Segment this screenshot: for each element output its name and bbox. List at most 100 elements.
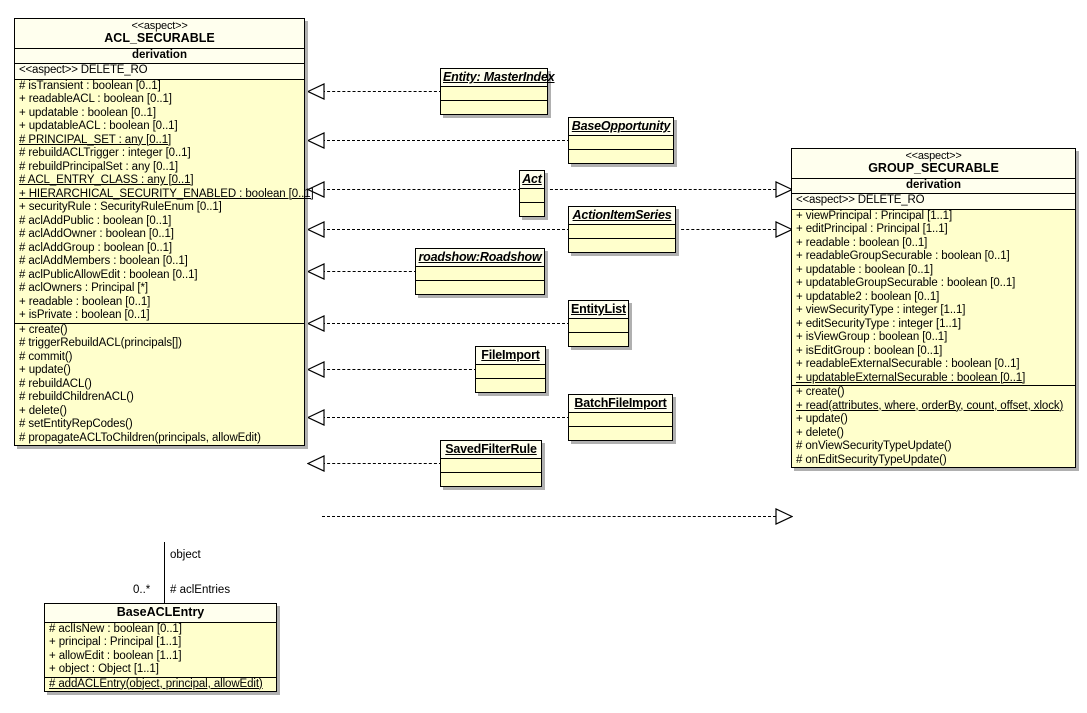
- class-name-label: BaseOpportunity: [569, 118, 673, 136]
- attribute-row: + principal : Principal [1..1]: [49, 636, 182, 648]
- operation-row: + delete(): [796, 426, 844, 439]
- operations-compartment: [520, 203, 544, 216]
- operations-compartment-acl-securable: + create()# triggerRebuildACL(principals…: [15, 324, 304, 446]
- class-roadshow[interactable]: roadshow:Roadshow: [415, 248, 545, 295]
- class-batchfileimport[interactable]: BatchFileImport: [568, 394, 673, 441]
- delete-ro-label: <<aspect>> DELETE_RO: [15, 64, 304, 80]
- class-name-label: Entity: MasterIndex: [441, 69, 555, 87]
- class-entitylist[interactable]: EntityList: [568, 300, 629, 347]
- realization-arrowhead-8: [307, 409, 325, 426]
- class-savedfilterrule[interactable]: SavedFilterRule: [440, 440, 542, 487]
- attribute-row: + isViewGroup : boolean [0..1]: [796, 331, 948, 343]
- class-act[interactable]: Act: [519, 170, 545, 217]
- operations-compartment: [416, 281, 544, 294]
- realization-line-entity-masterindex: [322, 91, 442, 92]
- realization-line-roadshow: [322, 271, 417, 272]
- attribute-row: # aclAddOwner : boolean [0..1]: [19, 228, 174, 240]
- realization-line-batchfileimport: [322, 417, 570, 418]
- association-role-object: object: [170, 549, 201, 561]
- realization-arrowhead-6: [307, 315, 325, 332]
- attribute-row: + readable : boolean [0..1]: [19, 295, 151, 308]
- class-name-label: ACL_SECURABLE: [104, 31, 215, 45]
- realization-line-savedfilterrule: [322, 463, 442, 464]
- operation-row: # propagateACLToChildren(principals, all…: [19, 431, 261, 444]
- operation-row: + read(attributes, where, orderBy, count…: [796, 399, 1064, 412]
- operation-row: # rebuildChildrenACL(): [19, 391, 134, 403]
- attribute-row: + allowEdit : boolean [1..1]: [49, 649, 182, 662]
- stereotype-label: <<aspect>>: [905, 150, 962, 162]
- class-header-base-acl-entry: BaseACLEntry: [45, 604, 276, 623]
- attributes-compartment: [441, 87, 547, 101]
- attribute-row: + HIERARCHICAL_SECURITY_ENABLED : boolea…: [19, 187, 314, 200]
- class-header-acl-securable: <<aspect>> ACL_SECURABLE: [15, 19, 304, 49]
- attribute-row: # PRINCIPAL_SET : any [0..1]: [19, 133, 172, 146]
- attribute-row: + isPrivate : boolean [0..1]: [19, 309, 150, 321]
- attribute-row: + updatable : boolean [0..1]: [796, 263, 933, 276]
- attribute-row: # isTransient : boolean [0..1]: [19, 79, 161, 92]
- class-entity-masterindex[interactable]: Entity: MasterIndex: [440, 68, 555, 115]
- attributes-compartment: [569, 413, 672, 427]
- attribute-row: + viewPrincipal : Principal [1..1]: [796, 209, 953, 222]
- attributes-compartment: [569, 136, 673, 150]
- attributes-compartment: [476, 365, 545, 379]
- realization-arrowhead-2: [307, 132, 325, 149]
- association-multiplicity: 0..*: [133, 584, 151, 596]
- operation-row: # onEditSecurityTypeUpdate(): [796, 453, 947, 466]
- attribute-row: # aclAddPublic : boolean [0..1]: [19, 214, 172, 227]
- class-baseopportunity[interactable]: BaseOpportunity: [568, 117, 674, 164]
- attribute-row: # aclIsNew : boolean [0..1]: [49, 622, 182, 635]
- operations-compartment: [441, 101, 547, 114]
- operation-row: + create(): [796, 386, 845, 398]
- class-name-label: FileImport: [476, 347, 545, 365]
- attribute-row: + updatableGroupSecurable : boolean [0..…: [796, 277, 1016, 289]
- realization-line-actionitemseries: [322, 229, 570, 230]
- association-line-acl-entries: [164, 542, 165, 604]
- realization-arrowhead-7: [307, 361, 325, 378]
- attributes-compartment-group-securable: + viewPrincipal : Principal [1..1] + edit…: [792, 209, 1075, 386]
- attribute-row: + securityRule : SecurityRuleEnum [0..1]: [19, 201, 222, 213]
- attribute-row: + updatable2 : boolean [0..1]: [796, 290, 940, 303]
- attribute-row: # aclAddGroup : boolean [0..1]: [19, 241, 172, 254]
- class-name-label: BatchFileImport: [569, 395, 672, 413]
- delete-ro-label: <<aspect>> DELETE_RO: [792, 194, 1075, 210]
- realization-arrowhead-group-1: [775, 181, 793, 198]
- derivation-label: derivation: [15, 48, 304, 64]
- class-actionitemseries[interactable]: ActionItemSeries: [568, 206, 676, 253]
- realization-arrowhead-9: [307, 455, 325, 472]
- operations-compartment: [569, 239, 675, 252]
- association-role-entries: # aclEntries: [170, 584, 231, 596]
- operation-row: + create(): [19, 323, 68, 336]
- operations-compartment: [569, 150, 673, 163]
- realization-line-act: [322, 189, 521, 190]
- attributes-compartment-base-acl-entry: # aclIsNew : boolean [0..1]+ principal :…: [45, 623, 276, 678]
- dependency-arrowhead-group-3: [775, 508, 793, 525]
- realization-line-baseopportunity: [322, 140, 570, 141]
- realization-arrowhead-group-2: [775, 221, 793, 238]
- attributes-compartment-acl-securable: # isTransient : boolean [0..1] + readable…: [15, 79, 314, 324]
- realization-arrowhead-3: [307, 181, 325, 198]
- attribute-row: # aclPublicAllowEdit : boolean [0..1]: [19, 268, 198, 281]
- realization-line-entitylist: [322, 323, 570, 324]
- realization-arrowhead-5: [307, 263, 325, 280]
- class-group-securable[interactable]: <<aspect>> GROUP_SECURABLE derivation <<…: [791, 148, 1076, 468]
- attribute-row: + editSecurityType : integer [1..1]: [796, 317, 961, 330]
- operation-row: # rebuildACL(): [19, 377, 92, 390]
- operations-compartment: [441, 473, 541, 486]
- attribute-row: + updatableACL : boolean [0..1]: [19, 120, 178, 132]
- attribute-row: # ACL_ENTRY_CLASS : any [0..1]: [19, 174, 194, 186]
- operation-row: # addACLEntry(object, principal, allowEd…: [49, 677, 263, 690]
- attributes-compartment: [569, 319, 628, 333]
- class-name-label: EntityList: [569, 301, 628, 319]
- operation-row: + delete(): [19, 404, 67, 417]
- attribute-row: + readableExternalSecurable : boolean [0…: [796, 358, 1020, 370]
- operations-compartment: [476, 379, 545, 392]
- attribute-row: # rebuildPrincipalSet : any [0..1]: [19, 160, 178, 173]
- attributes-compartment: [520, 189, 544, 203]
- attributes-compartment: [441, 459, 541, 473]
- derivation-label: derivation: [792, 178, 1075, 194]
- class-fileimport[interactable]: FileImport: [475, 346, 546, 393]
- class-acl-securable[interactable]: <<aspect>> ACL_SECURABLE derivation <<as…: [14, 18, 314, 446]
- class-base-acl-entry[interactable]: BaseACLEntry # aclIsNew : boolean [0..1]…: [44, 603, 277, 692]
- stereotype-label: <<aspect>>: [131, 20, 188, 32]
